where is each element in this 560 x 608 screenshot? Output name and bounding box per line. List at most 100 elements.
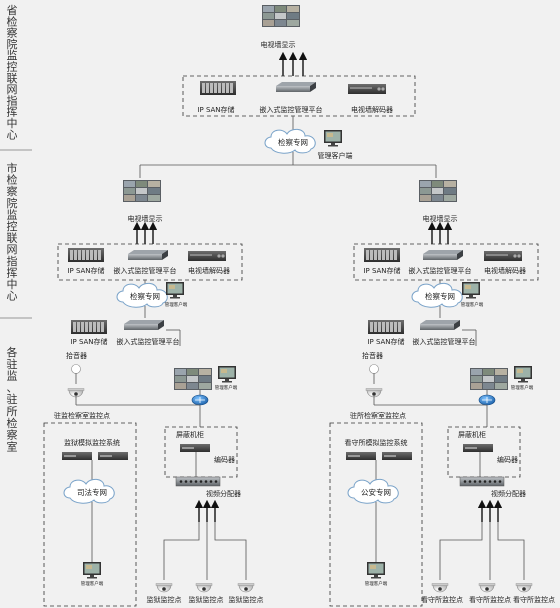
city-right-video-wall <box>419 180 457 202</box>
station-right-room-camera-icon <box>365 388 383 398</box>
station-left-analog-device-2 <box>98 452 128 460</box>
city-right-wall-label: 电视墙显示 <box>423 214 458 223</box>
station-right-client-monitor <box>514 366 532 383</box>
province-ipsan-label: IP SAN存储 <box>197 105 234 114</box>
side-label-province: 省检察院监控联网指挥中心 <box>7 4 18 141</box>
city-left-platform-label: 嵌入式监控管理平台 <box>114 266 177 275</box>
province-network-label: 检察专网 <box>278 137 308 147</box>
city-right-platform-label: 嵌入式监控管理平台 <box>409 266 472 275</box>
province-decoder-device <box>348 84 386 94</box>
station-right-detention-camera-2 <box>478 583 496 593</box>
province-client-label: 管理客户端 <box>318 151 353 160</box>
province-platform-label: 嵌入式监控管理平台 <box>260 105 323 114</box>
province-equipment-box <box>182 75 416 117</box>
city-left-network-label: 检察专网 <box>130 291 160 301</box>
station-left-prison-camera-1 <box>155 583 173 593</box>
city-right-decoder-label: 电视墙解码器 <box>484 266 526 275</box>
city-left-decoder-label: 电视墙解码器 <box>188 266 230 275</box>
province-video-wall <box>262 5 300 27</box>
city-right-client-label: 管理客户端 <box>461 301 484 308</box>
station-right-pickup-label: 拾音器 <box>362 351 383 360</box>
city-center-left: 电视墙显示 IP SAN存储 嵌入式监控管理平台 电视墙解码器 检察专网 管理客… <box>57 180 243 318</box>
station-right-splitter-label: 视频分配器 <box>491 489 526 498</box>
station-right-analog-device-1 <box>346 452 376 460</box>
station-left-splitter-label: 视频分配器 <box>206 489 241 498</box>
province-ipsan-device <box>200 81 236 95</box>
station-left-prison-camera-3 <box>237 583 255 593</box>
station-right-encoder-device <box>463 444 493 452</box>
city-left-ipsan-device <box>68 248 104 262</box>
province-center: 电视墙显示 IP SAN存储 嵌入式监控管理平台 电视墙解码器 检察专网 管理客… <box>139 5 437 178</box>
city-left-ipsan-label: IP SAN存储 <box>67 266 104 275</box>
station-right-cam-point-3: 看守所监控点 <box>513 595 555 604</box>
station-right-platform-device <box>420 320 460 330</box>
station-left-room-point-label: 驻监检察室监控点 <box>54 411 110 420</box>
station-left-prison-camera-2 <box>195 583 213 593</box>
station-left-client2-label: 管理客户端 <box>81 580 104 587</box>
city-right-equipment-box <box>353 243 539 281</box>
station-right-pickup-icon <box>369 364 379 374</box>
city-center-right: 电视墙显示 IP SAN存储 嵌入式监控管理平台 电视墙解码器 检察专网 管理客… <box>353 180 539 318</box>
city-right-decoder-device <box>484 251 522 261</box>
station-left-client-monitor <box>218 366 236 383</box>
city-right-platform-device <box>423 250 463 260</box>
station-right-private-net-label: 公安专网 <box>361 487 391 497</box>
station-right-client2-label: 管理客户端 <box>365 580 388 587</box>
city-left-wall-label: 电视墙显示 <box>128 214 163 223</box>
station-left-analog-box <box>43 422 137 607</box>
city-right-ipsan-device <box>364 248 400 262</box>
city-left-platform-device <box>128 250 168 260</box>
city-left-video-wall <box>123 180 161 202</box>
side-label-city: 市检察院监控联网指挥中心 <box>7 161 18 303</box>
station-left-ipsan-device <box>71 320 107 334</box>
station-left-splitter-device <box>175 476 221 487</box>
station-right-analog-device-2 <box>382 452 412 460</box>
city-left-client-label: 管理客户端 <box>165 301 188 308</box>
station-left-analog-device-1 <box>62 452 92 460</box>
province-platform-device <box>276 82 316 92</box>
station-right-client-screens <box>470 368 508 390</box>
station-left-private-net-label: 司法专网 <box>77 487 107 497</box>
station-right-cabinet-label: 屏蔽机柜 <box>458 430 486 439</box>
station-right-platform-label: 嵌入式监控管理平台 <box>413 337 476 346</box>
station-right-splitter-device <box>459 476 505 487</box>
station-right-room-point-label: 驻所检察室监控点 <box>350 411 406 420</box>
station-left-pickup-label: 拾音器 <box>66 351 87 360</box>
station-right-cam-point-2: 看守所监控点 <box>469 595 511 604</box>
station-right-ipsan-label: IP SAN存储 <box>367 337 404 346</box>
station-left-client-screens <box>174 368 212 390</box>
station-right-client2-monitor <box>367 562 385 579</box>
city-right-network-label: 检察专网 <box>425 291 455 301</box>
province-decoder-label: 电视墙解码器 <box>351 105 393 114</box>
station-left-ipsan-label: IP SAN存储 <box>70 337 107 346</box>
station-left-cam-point-3: 监狱监控点 <box>229 595 264 604</box>
station-left-pickup-icon <box>71 364 81 374</box>
station-right-client-label: 管理客户端 <box>511 384 534 391</box>
station-left-encoder-device <box>180 444 210 452</box>
station-right-detention-camera-3 <box>515 583 533 593</box>
station-left-platform-device <box>124 320 164 330</box>
province-wall-label: 电视墙显示 <box>261 40 296 49</box>
station-right-ipsan-device <box>368 320 404 334</box>
station-left-cam-point-2: 监狱监控点 <box>189 595 224 604</box>
station-left-cabinet-label: 屏蔽机柜 <box>176 430 204 439</box>
station-left-cam-point-1: 监狱监控点 <box>147 595 182 604</box>
station-left-analog-label: 监狱模拟监控系统 <box>64 438 120 447</box>
station-right-encoder-label: 编码器 <box>497 455 518 464</box>
city-left-equipment-box <box>57 243 243 281</box>
station-right-cam-point-1: 看守所监控点 <box>421 595 463 604</box>
station-left-client2-monitor <box>83 562 101 579</box>
province-client-monitor <box>324 130 342 147</box>
station-right-analog-box <box>329 422 423 607</box>
station-left-client-label: 管理客户端 <box>215 384 238 391</box>
city-left-decoder-device <box>188 251 226 261</box>
station-right-analog-label: 看守所模拟监控系统 <box>345 438 408 447</box>
station-right-detention-camera-1 <box>431 583 449 593</box>
station-left-platform-label: 嵌入式监控管理平台 <box>117 337 180 346</box>
station-left: IP SAN存储 嵌入式监控管理平台 拾音器 驻监检察室监控点 管理客户端 监狱… <box>43 320 264 607</box>
station-right: IP SAN存储 嵌入式监控管理平台 拾音器 驻所检察室监控点 管理客户端 看守… <box>329 320 555 607</box>
side-label-stations: 各驻监、驻所检察室 <box>7 345 18 453</box>
city-left-client-monitor <box>166 282 184 299</box>
